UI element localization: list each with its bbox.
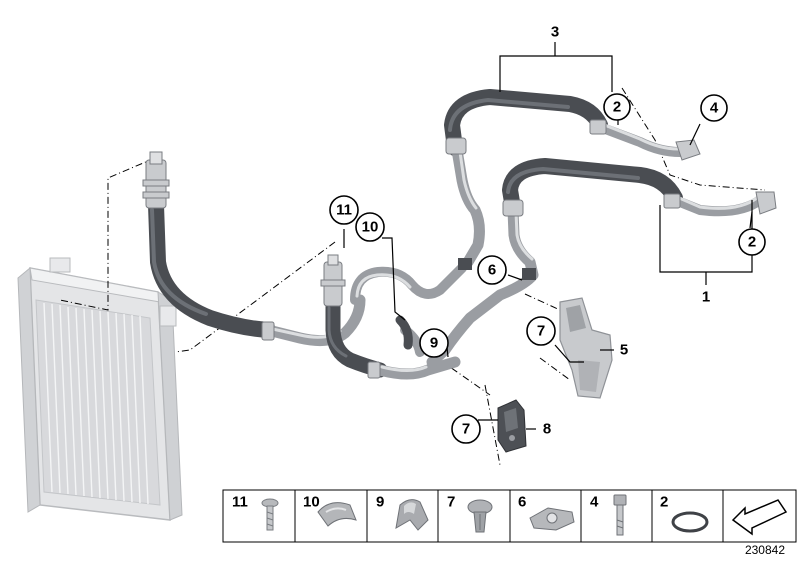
bolt-icon — [613, 494, 627, 536]
svg-text:7: 7 — [537, 323, 545, 340]
callout-2-upper: 2 — [603, 93, 631, 121]
center-feed-hose — [320, 254, 461, 380]
upper-hose-3 — [444, 89, 701, 270]
svg-text:10: 10 — [303, 494, 320, 511]
svg-text:5: 5 — [620, 342, 628, 359]
callout-5: 5 — [620, 342, 628, 359]
svg-text:8: 8 — [543, 421, 551, 438]
holder-8 — [497, 399, 527, 453]
svg-text:9: 9 — [376, 494, 384, 511]
svg-text:6: 6 — [488, 262, 496, 279]
legend-item-9: 9 — [376, 494, 429, 531]
svg-text:7: 7 — [462, 421, 470, 438]
arrow-icon — [731, 499, 788, 536]
callout-7-lower: 7 — [451, 414, 481, 444]
svg-text:11: 11 — [336, 202, 352, 219]
callout-4: 4 — [700, 94, 728, 122]
callout-8: 8 — [543, 421, 551, 438]
legend-item-11: 11 — [232, 494, 279, 531]
clip-icon — [395, 499, 429, 531]
callout-2-lower: 2 — [738, 228, 766, 256]
svg-text:11: 11 — [232, 494, 248, 511]
callout-11: 11 — [329, 195, 359, 225]
legend-item-2: 2 — [660, 494, 709, 533]
legend-item-arrow — [731, 499, 788, 536]
bracket-5 — [559, 297, 613, 399]
callout-7-upper: 7 — [526, 316, 556, 346]
svg-text:7: 7 — [447, 494, 455, 511]
leader-lines — [343, 42, 753, 430]
svg-text:3: 3 — [551, 24, 559, 41]
screw-icon — [261, 498, 279, 531]
svg-text:9: 9 — [430, 335, 438, 352]
oil-cooler — [17, 257, 183, 521]
svg-text:6: 6 — [518, 494, 526, 511]
lower-hose-1 — [426, 158, 777, 368]
parts-legend: 11 10 9 7 — [222, 489, 797, 543]
diagram-id: 230842 — [745, 543, 785, 557]
callout-10: 10 — [355, 212, 385, 242]
callout-6: 6 — [477, 255, 507, 285]
callout-9: 9 — [419, 328, 449, 358]
legend-item-4: 4 — [590, 494, 627, 536]
spring-clip-icon — [529, 507, 575, 531]
svg-text:2: 2 — [748, 234, 756, 251]
legend-item-10: 10 — [303, 494, 357, 527]
svg-text:4: 4 — [590, 494, 599, 511]
legend-item-7: 7 — [447, 494, 493, 533]
left-return-hose — [142, 151, 366, 347]
callout-1: 1 — [702, 289, 710, 306]
svg-text:2: 2 — [613, 99, 621, 116]
svg-text:4: 4 — [710, 100, 719, 117]
hose-clip-icon — [317, 502, 357, 527]
callout-3: 3 — [551, 24, 559, 41]
o-ring-icon — [671, 511, 709, 533]
svg-text:2: 2 — [660, 494, 668, 511]
svg-text:1: 1 — [702, 289, 710, 306]
legend-item-6: 6 — [518, 494, 575, 531]
svg-text:10: 10 — [362, 219, 379, 236]
expanding-rivet-icon — [467, 499, 493, 533]
short-hose — [395, 315, 413, 350]
